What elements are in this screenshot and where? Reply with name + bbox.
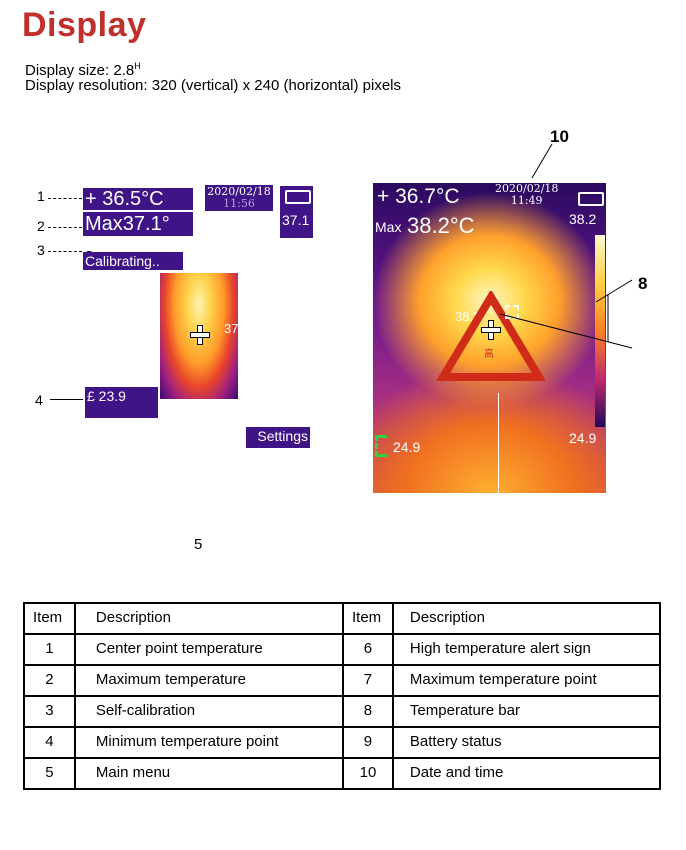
table-cell: Date and time xyxy=(391,757,662,790)
table-cell: 4 xyxy=(23,726,76,759)
display-resolution: Display resolution: 320 (vertical) x 240… xyxy=(25,77,401,94)
table-cell: 10 xyxy=(341,757,394,790)
callout-4-leader xyxy=(50,399,83,400)
table-cell: 7 xyxy=(341,664,394,697)
crosshair-icon xyxy=(190,325,210,345)
table-cell: Maximum temperature xyxy=(73,664,344,697)
callout-lines-right xyxy=(499,279,633,349)
table-cell: Minimum temperature point xyxy=(73,726,344,759)
min-point-marker xyxy=(375,435,387,457)
table-cell: High temperature alert sign xyxy=(391,633,662,666)
right-datetime: 2020/02/18 11:49 xyxy=(495,183,558,207)
table-cell: Battery status xyxy=(391,726,662,759)
neck-divider xyxy=(498,393,499,493)
table-cell: 8 xyxy=(341,695,394,728)
max-point-marker xyxy=(505,305,519,319)
settings-button[interactable]: Settings xyxy=(246,427,310,448)
left-center-temp: + 36.5°C xyxy=(83,188,193,210)
table-cell: Temperature bar xyxy=(391,695,662,728)
table-header-cell: Item xyxy=(23,602,76,635)
left-max-temp: Max37.1° xyxy=(83,212,193,236)
left-min-temp: £ 23.9 xyxy=(85,387,158,418)
temp-bar-max: 38.2 xyxy=(569,211,597,227)
display-size-unit: H xyxy=(134,61,141,71)
right-time: 11:49 xyxy=(510,194,543,207)
table-row: 3 Self-calibration 8 Temperature bar xyxy=(23,695,662,728)
table-row: 4 Minimum temperature point 9 Battery st… xyxy=(23,726,662,759)
page-title: Display xyxy=(22,6,147,44)
left-date: 2020/02/18 xyxy=(207,185,271,198)
table-row: 2 Maximum temperature 7 Maximum temperat… xyxy=(23,664,662,697)
callout-3: 3 xyxy=(37,242,45,258)
callout-10: 10 xyxy=(550,127,569,146)
right-thermal-screen: + 36.7°C 2020/02/18 11:49 Max 38.2°C 38.… xyxy=(373,183,606,493)
table-cell: 3 xyxy=(23,695,76,728)
right-max-label: Max xyxy=(375,219,402,235)
left-datetime: 2020/02/18 11:56 xyxy=(205,185,273,211)
callout-2-leader xyxy=(48,227,82,228)
right-max-temp: 38.2°C xyxy=(407,213,475,238)
callout-2: 2 xyxy=(37,218,45,234)
table-cell: Self-calibration xyxy=(73,695,344,728)
display-size-text: Display size: 2.8 xyxy=(25,62,135,79)
callout-4: 4 xyxy=(35,392,43,408)
table-cell: 9 xyxy=(341,726,394,759)
left-thermal-image: 37 xyxy=(160,273,238,399)
callout-3-leader xyxy=(48,251,82,252)
callout-10-leader xyxy=(531,143,553,179)
table-cell: Maximum temperature point xyxy=(391,664,662,697)
temperature-bar xyxy=(595,235,605,427)
table-cell: Center point temperature xyxy=(73,633,344,666)
left-calibrating: Calibrating.. xyxy=(83,252,183,270)
callout-8: 8 xyxy=(638,274,648,293)
table-row: 5 Main menu 10 Date and time xyxy=(23,757,662,790)
table-cell: 6 xyxy=(341,633,394,666)
left-battery-temp: 37.1 xyxy=(282,212,310,228)
left-small-temp: 37 xyxy=(224,321,239,336)
callout-1: 1 xyxy=(37,188,45,204)
left-min-temp-text: £ 23.9 xyxy=(87,388,126,404)
table-cell: 1 xyxy=(23,633,76,666)
battery-icon xyxy=(285,190,311,204)
callout-1-leader xyxy=(48,198,82,199)
right-min-temp: 24.9 xyxy=(393,439,421,455)
table-header-cell: Description xyxy=(73,602,344,635)
display-size: Display size: 2.8H xyxy=(25,57,141,80)
table-header-cell: Item xyxy=(341,602,394,635)
left-battery-panel: 37.1 xyxy=(280,186,313,238)
items-table: Item Description Item Description 1 Cent… xyxy=(23,602,662,790)
temp-bar-min: 24.9 xyxy=(569,430,597,446)
table-header-cell: Description xyxy=(391,602,662,635)
table-row: 1 Center point temperature 6 High temper… xyxy=(23,633,662,666)
right-center-temp: + 36.7°C xyxy=(377,185,460,208)
battery-icon xyxy=(578,192,604,206)
callout-5: 5 xyxy=(194,536,203,553)
right-date: 2020/02/18 xyxy=(495,183,559,195)
table-cell: Main menu xyxy=(73,757,344,790)
table-cell: 2 xyxy=(23,664,76,697)
crosshair-icon xyxy=(481,320,501,340)
table-cell: 5 xyxy=(23,757,76,790)
left-time: 11:56 xyxy=(223,197,255,210)
table-header-row: Item Description Item Description xyxy=(23,602,662,635)
alert-label: 高 xyxy=(484,349,494,360)
high-temp-alert-icon xyxy=(437,291,545,381)
